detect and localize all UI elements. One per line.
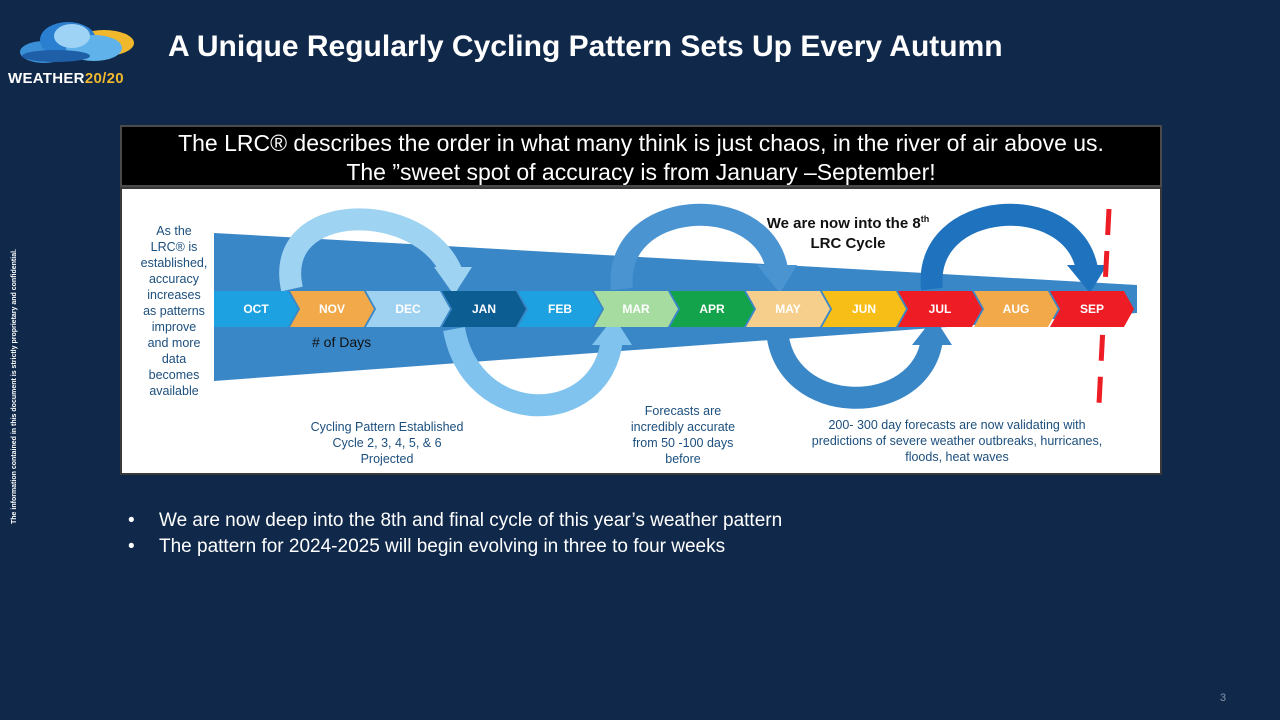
month-sep: SEP	[1050, 291, 1134, 327]
month-nov: NOV	[290, 291, 374, 327]
logo-wordmark: WEATHER20/20	[8, 70, 124, 87]
cycle-loop-5-arrowhead	[1067, 265, 1107, 293]
month-mar: MAR	[594, 291, 678, 327]
month-timeline: OCT NOV DEC JAN FEB MAR APR MAY JUN JUL …	[214, 291, 1154, 327]
cycling-pattern-note: Cycling Pattern Established Cycle 2, 3, …	[310, 420, 464, 466]
month-label: APR	[699, 302, 725, 316]
month-may: MAY	[746, 291, 830, 327]
month-label: MAY	[775, 302, 801, 316]
month-oct: OCT	[214, 291, 298, 327]
cycle-loop-2-arrowhead	[592, 317, 632, 345]
month-label: OCT	[243, 302, 269, 316]
days-label: # of Days	[312, 334, 372, 350]
month-jul: JUL	[898, 291, 982, 327]
month-jun: JUN	[822, 291, 906, 327]
month-label: AUG	[1002, 302, 1030, 316]
cycle-loop-4-arrowhead	[912, 317, 952, 345]
lrc-banner: The LRC® describes the order in what man…	[120, 125, 1162, 187]
month-label: FEB	[548, 302, 572, 316]
banner-line-2: The ”sweet spot of accuracy is from Janu…	[346, 159, 936, 185]
cycle-loop-1	[279, 208, 463, 292]
bullet-item: The pattern for 2024-2025 will begin evo…	[128, 534, 782, 560]
cloud-logo-icon	[20, 22, 134, 63]
month-aug: AUG	[974, 291, 1058, 327]
month-label: JAN	[471, 302, 496, 316]
month-label: NOV	[318, 302, 345, 316]
validation-note: 200- 300 day forecasts are now validatin…	[811, 418, 1103, 464]
banner-line-1: The LRC® describes the order in what man…	[178, 130, 1104, 156]
month-dec: DEC	[366, 291, 450, 327]
confidentiality-note: The information contained in this docume…	[11, 249, 18, 524]
month-label: MAR	[622, 302, 650, 316]
lrc-cycle-diagram: OCT NOV DEC JAN FEB MAR APR MAY JUN JUL …	[120, 187, 1162, 475]
weather2020-logo: WEATHER20/20	[8, 18, 148, 90]
month-feb: FEB	[518, 291, 602, 327]
month-label: DEC	[395, 302, 421, 316]
page-title: A Unique Regularly Cycling Pattern Sets …	[168, 30, 1003, 63]
month-label: JUL	[928, 302, 952, 316]
cycle-loop-5	[920, 203, 1098, 291]
month-apr: APR	[670, 291, 754, 327]
forecast-accuracy-note: Forecasts are incredibly accurate from 5…	[630, 404, 736, 466]
page-number: 3	[1220, 692, 1227, 704]
summary-bullets: We are now deep into the 8th and final c…	[128, 508, 782, 560]
bullet-item: We are now deep into the 8th and final c…	[128, 508, 782, 534]
cycle-loop-4	[766, 327, 943, 409]
cycle-loop-3-arrowhead	[757, 265, 797, 293]
current-cycle-note: We are now into the 8th LRC Cycle	[766, 214, 930, 252]
accuracy-note: As the LRC® is established, accuracy inc…	[140, 224, 208, 398]
cycle-loop-2	[443, 326, 623, 417]
month-label: JUN	[851, 302, 876, 316]
month-jan: JAN	[442, 291, 526, 327]
month-label: SEP	[1079, 302, 1104, 316]
cycle-loop-1-arrowhead	[434, 267, 472, 295]
cycle-loop-3	[610, 203, 788, 291]
